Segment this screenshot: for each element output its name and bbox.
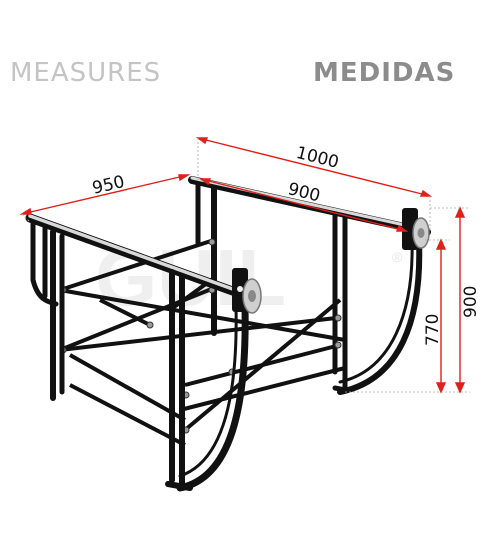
cross-braces [59,238,346,447]
heading-measures: MEASURES [10,58,162,88]
dimension-label-950: 950 [90,172,126,199]
dimension-label-770: 770 [423,314,443,346]
dimension-label-900-height: 900 [461,286,481,318]
extension-lines [21,138,470,393]
front-roller [232,268,262,314]
heading-medidas: MEDIDAS [313,58,456,88]
back-roller [402,208,430,250]
dimension-lines [19,137,466,394]
front-frame [25,213,257,492]
watermark-registered-mark: ® [392,249,403,265]
